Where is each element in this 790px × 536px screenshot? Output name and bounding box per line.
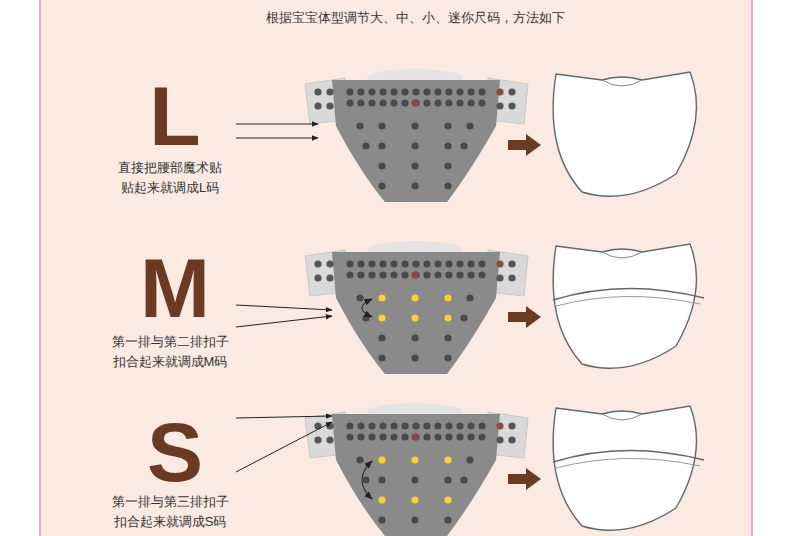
pointer-arrow	[236, 316, 332, 327]
step-arrow	[508, 306, 541, 328]
panel	[40, 0, 752, 536]
pointer-arrow	[236, 124, 318, 125]
step-arrow	[508, 468, 541, 490]
size-note: 第一排与第二排扣子 扣合起来就调成M码	[100, 332, 240, 372]
subtitle: 根据宝宝体型调节大、中、小、迷你尺码，方法如下	[266, 10, 565, 26]
diaper-step	[305, 241, 704, 374]
pointer-arrow	[236, 416, 332, 418]
size-letter: M	[120, 246, 230, 330]
diaper-step	[305, 69, 696, 202]
size-letter: S	[120, 410, 230, 494]
pointer-arrow	[236, 422, 332, 472]
step-arrow	[508, 134, 541, 156]
pointer-arrow	[236, 305, 332, 310]
size-note: 第一排与第三排扣子 扣合起来就调成S码	[100, 492, 240, 532]
diaper-step	[305, 403, 704, 536]
size-note: 直接把腰部魔术贴 贴起来就调成L码	[100, 158, 240, 198]
pointer-arrow	[236, 138, 318, 139]
size-letter: L	[120, 74, 230, 158]
